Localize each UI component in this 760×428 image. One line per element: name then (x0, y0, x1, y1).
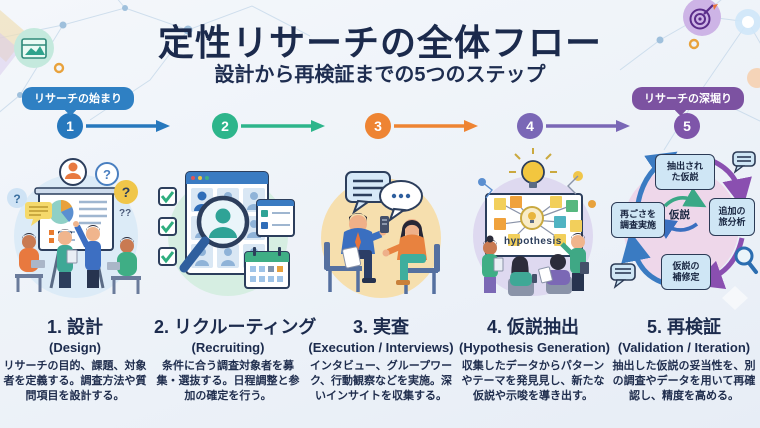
cycle-node-bottom: 仮説の 補修定 (661, 254, 711, 290)
speech-bubble-icon (610, 263, 636, 289)
step-2-title: 2. リクルーティング (154, 317, 317, 337)
question-bubble-icon: ? ? ? ?? (7, 162, 138, 219)
arrow-step4-to-step5 (546, 120, 630, 132)
person-badge-icon (59, 158, 87, 186)
caption-step1: 1. 設計 (Design) リサーチの目的、課題、対象者を定義する。調査方法や… (1, 313, 149, 405)
end-badge: リサーチの深堀り (632, 87, 744, 116)
step-3-number: 3 (374, 118, 382, 134)
arrow-step2-to-step3 (241, 120, 325, 132)
calendar-icon (244, 247, 290, 289)
start-badge: リサーチの始まり (22, 87, 134, 116)
sticky-note-board-icon (485, 193, 583, 257)
caption-step4: 4. 仮説抽出 (Hypothesis Generation) 収集したデータか… (459, 313, 610, 405)
interviewee-person (382, 219, 440, 294)
step-4-subtitle: (Hypothesis Generation) (459, 340, 610, 355)
step-3-title: 3. 実査 (352, 317, 409, 337)
svg-text:?: ? (13, 192, 20, 206)
step-2-number: 2 (221, 118, 229, 134)
step-2-subtitle: (Recruiting) (191, 340, 265, 355)
step-5-circle: 5 (674, 113, 700, 139)
checklist-panel-icon (256, 199, 295, 237)
illustration-step5-cycle: 抽出され た仮説 追加の 旅分析 仮説の 補修定 再ごさを 調査実施 仮説 (609, 146, 759, 310)
step-4-circle: 4 (517, 113, 543, 139)
illustration-step1-design: ? ? ? ?? (1, 146, 151, 310)
caption-step5: 5. 再検証 (Validation / Iteration) 抽出した仮説の妥… (610, 313, 758, 405)
step-2-description: 条件に合う調査対象者を募集・選抜する。日程調整と参加の確定を行う。 (156, 360, 300, 403)
standing-person-right (560, 233, 589, 291)
checkbox-icons (158, 187, 177, 266)
cycle-center-label: 仮説 (669, 209, 690, 221)
seated-person-right (107, 237, 141, 294)
orange-ring-decoration (53, 62, 65, 74)
cycle-node-right: 追加の 旅分析 (709, 198, 755, 236)
pie-chart-icon (49, 199, 74, 224)
orange-ring-decoration (688, 38, 700, 50)
standing-person-left (482, 235, 504, 293)
step-3-description: インタビュー、グループワーク、行動観察などを実施。深いインサイトを収集する。 (309, 360, 453, 403)
step-1-subtitle: (Design) (49, 340, 101, 355)
cycle-node-top: 抽出され た仮説 (655, 154, 715, 190)
step-5-subtitle: (Validation / Iteration) (617, 340, 751, 355)
caption-step3: 3. 実査 (Execution / Interviews) インタビュー、グル… (307, 313, 455, 405)
step-4-title: 4. 仮説抽出 (486, 317, 579, 337)
seated-person-left (15, 233, 45, 292)
step-2-circle: 2 (212, 113, 238, 139)
arrow-step3-to-step4 (394, 120, 478, 132)
step-5-number: 5 (683, 118, 691, 134)
page-subtitle: 設計から再検証までの5つのステップ (214, 64, 546, 86)
step-3-circle: 3 (365, 113, 391, 139)
faint-diamond-decoration (722, 286, 748, 310)
speech-bubble-icon (732, 151, 756, 174)
illustration-step2-recruiting (153, 146, 303, 310)
peach-circle-decoration (747, 68, 760, 88)
step-1-number: 1 (66, 118, 74, 134)
start-badge-label: リサーチの始まり (34, 93, 122, 105)
illustration-step3-interview (306, 146, 456, 310)
step-5-description: 抽出した仮説の妥当性を、別の調査やデータを用いて再確認し、精度を高める。 (612, 360, 756, 403)
svg-text:?: ? (122, 184, 131, 200)
step-1-title: 1. 設計 (46, 317, 103, 337)
lightbulb-icon (509, 148, 557, 188)
step-3-subtitle: (Execution / Interviews) (308, 340, 454, 355)
standing-person-teal (57, 229, 78, 288)
arrow-step1-to-step2 (86, 120, 170, 132)
step-5-title: 5. 再検証 (646, 317, 721, 337)
hypothesis-board-label: hypothesis (504, 236, 562, 247)
svg-text:?: ? (103, 167, 111, 182)
step-4-number: 4 (526, 118, 534, 134)
magnifier-icon (734, 246, 758, 274)
speech-bubble-icon (25, 202, 52, 226)
step-1-description: リサーチの目的、課題、対象者を定義する。調査方法や質問項目を設計する。 (3, 360, 147, 403)
standing-person-blue (73, 221, 101, 288)
seated-person-back-left (508, 256, 537, 296)
caption-step2: 2. リクルーティング (Recruiting) 条件に合う調査対象者を募集・選… (154, 313, 317, 405)
target-icon (683, 0, 721, 36)
svg-text:??: ?? (119, 208, 131, 219)
dots-bubble-icon (379, 180, 423, 223)
illustration-step4-hypothesis: hypothesis (458, 146, 608, 310)
end-badge-label: リサーチの深堀り (644, 93, 732, 105)
interviewer-person (324, 213, 389, 292)
cycle-node-left: 再ごさを 調査実施 (611, 202, 665, 238)
seated-person-back-right (538, 254, 572, 294)
network-dots-decoration (478, 171, 596, 208)
chart-window-icon (14, 28, 54, 68)
page-title: 定性リサーチの全体フロー (157, 22, 602, 63)
magnifier-icon (179, 195, 250, 273)
step-4-description: 収集したデータからパターンやテーマを発見見し、新たな仮説や示唆を導き出す。 (461, 360, 605, 403)
glow-node-decoration (735, 9, 760, 35)
step-1-circle: 1 (57, 113, 83, 139)
